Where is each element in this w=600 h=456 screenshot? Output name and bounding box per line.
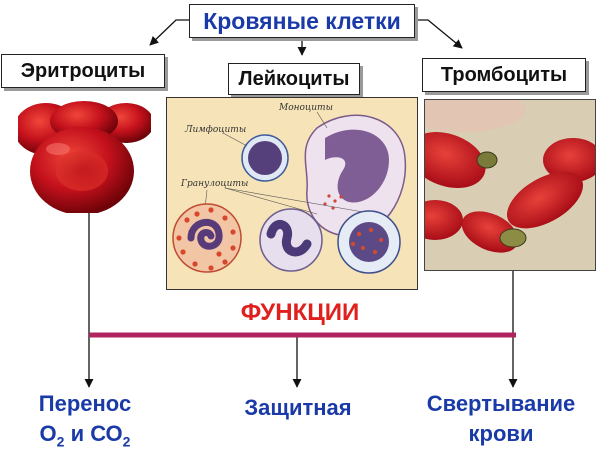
category-erythrocytes-label: Эритроциты <box>20 60 146 82</box>
function-clotting-line1: Свертывание <box>426 391 576 416</box>
category-erythrocytes: Эритроциты <box>1 54 165 88</box>
arrow-to-thrombocytes <box>413 19 463 49</box>
function-protective-label: Защитная <box>244 395 352 420</box>
function-clotting-line2: крови <box>468 421 534 446</box>
category-leukocytes-label: Лейкоциты <box>238 68 350 90</box>
function-transport-line1: Перенос <box>38 391 132 416</box>
arrow-to-erythrocytes <box>149 19 189 46</box>
title: Кровяные клетки <box>203 8 401 34</box>
functions-title: ФУНКЦИИ <box>240 299 360 326</box>
title-box: Кровяные клетки <box>189 4 415 38</box>
function-clotting: Свертывание крови <box>405 389 597 449</box>
erythrocytes-image <box>18 99 151 213</box>
label-monocytes: Моноциты <box>278 103 333 113</box>
function-protective: Защитная <box>198 393 398 423</box>
function-transport: Перенос О2 и СО2 <box>5 389 165 456</box>
label-granulocytes: Гранулоциты <box>180 179 248 189</box>
category-leukocytes: Лейкоциты <box>228 63 360 95</box>
category-thrombocytes-label: Тромбоциты <box>440 64 568 86</box>
category-thrombocytes: Тромбоциты <box>422 58 586 92</box>
function-transport-line2: О2 и СО2 <box>39 421 131 450</box>
thrombocytes-image <box>424 99 596 271</box>
leukocytes-image: Моноциты Лимфоциты Гранулоциты <box>166 97 418 290</box>
label-lymphocytes: Лимфоциты <box>184 125 246 135</box>
